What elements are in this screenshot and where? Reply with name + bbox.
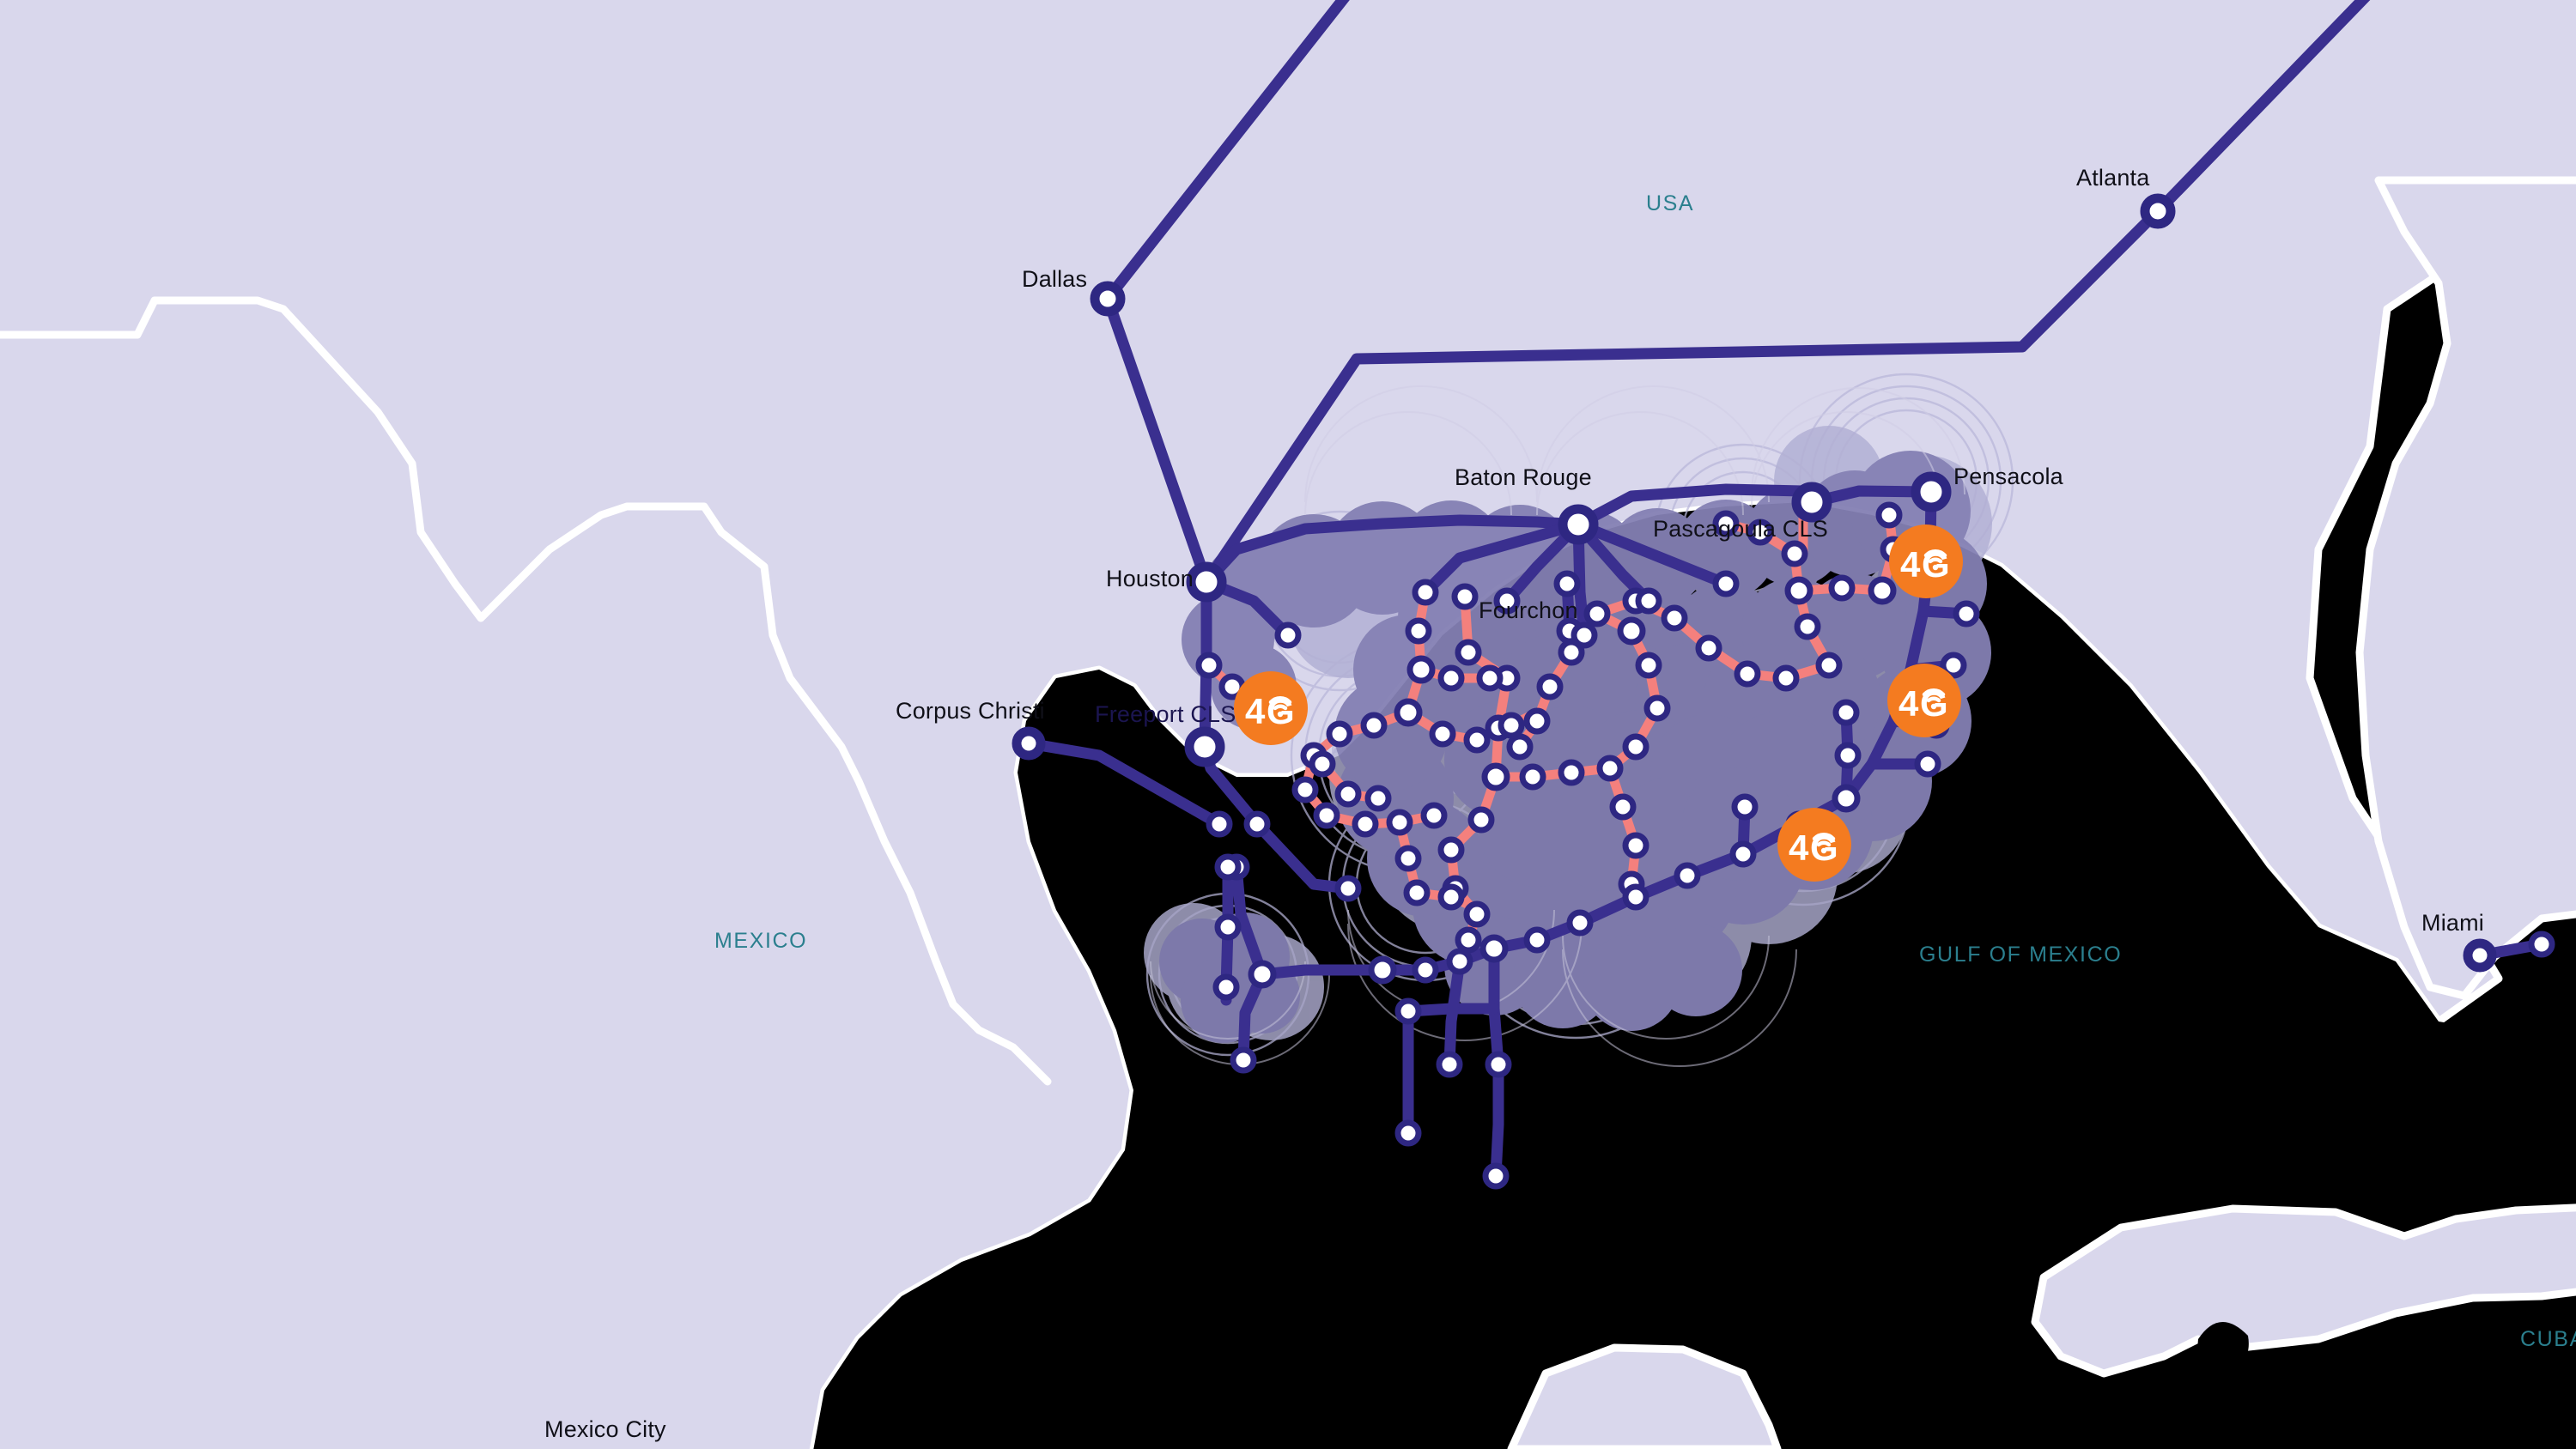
city-label-corpus-christi: Corpus Christi <box>896 698 1045 724</box>
svg-text:4: 4 <box>1789 828 1809 865</box>
network-nodes <box>1012 193 2555 1190</box>
city-label-atlanta: Atlanta <box>2076 165 2150 191</box>
region-label-cuba: CUBA <box>2520 1327 2576 1351</box>
city-node-group <box>1012 193 2497 973</box>
4g-wifi-icon: 4 G <box>1900 544 1950 582</box>
region-label-mexico: MEXICO <box>714 929 808 953</box>
4g-wifi-icon: 4 G <box>1245 691 1295 729</box>
svg-text:4: 4 <box>1899 683 1919 721</box>
coverage-badge-4g-south[interactable]: 4 G <box>1777 808 1851 882</box>
city-label-baton-rouge: Baton Rouge <box>1455 464 1592 490</box>
city-node-dallas[interactable] <box>1090 281 1126 317</box>
landmass-florida <box>2355 176 2576 1000</box>
coverage-badge-4g-west[interactable]: 4 G <box>1234 671 1308 745</box>
city-label-fourchon: Fourchon <box>1479 597 1578 623</box>
city-label-pensacola: Pensacola <box>1953 464 2063 489</box>
city-label-mexico-city: Mexico City <box>544 1416 666 1442</box>
svg-text:4: 4 <box>1900 544 1921 582</box>
city-label-miami: Miami <box>2421 910 2484 936</box>
city-node-corpus-christi[interactable] <box>1012 726 1046 761</box>
4g-wifi-icon: 4 G <box>1899 683 1948 721</box>
city-node-pensacola[interactable] <box>1911 471 1952 512</box>
city-node-pascagoula-cls[interactable] <box>1791 482 1832 523</box>
city-node-miami[interactable] <box>2463 938 2497 973</box>
coverage-badge-4g-northeast[interactable]: 4 G <box>1889 524 1963 598</box>
landmass-yucatan <box>1507 1343 1782 1449</box>
landmass-cuba <box>2031 1203 2576 1378</box>
city-node-baton-rouge[interactable] <box>1558 504 1599 545</box>
svg-text:4: 4 <box>1245 691 1266 729</box>
region-label-gulf-of-mexico: GULF OF MEXICO <box>1919 943 2123 967</box>
city-label-pascagoula-cls: Pascagoula CLS <box>1653 516 1828 542</box>
cuba-inlet <box>2197 1321 2249 1369</box>
city-label-houston: Houston <box>1106 566 1194 591</box>
coverage-badge-4g-east[interactable]: 4 G <box>1887 664 1961 737</box>
coverage-clouds <box>1144 373 2014 1067</box>
city-node-freeport-cls[interactable] <box>1184 726 1225 767</box>
city-node-houston[interactable] <box>1186 561 1227 603</box>
4g-wifi-icon: 4 G <box>1789 828 1838 865</box>
city-label-freeport-cls: Freeport CLS <box>1095 701 1236 727</box>
border-line-mexico-usa <box>0 296 1052 1086</box>
city-label-dallas: Dallas <box>1022 266 1088 292</box>
region-label-usa: USA <box>1646 191 1695 215</box>
city-node-atlanta[interactable] <box>2140 193 2176 229</box>
